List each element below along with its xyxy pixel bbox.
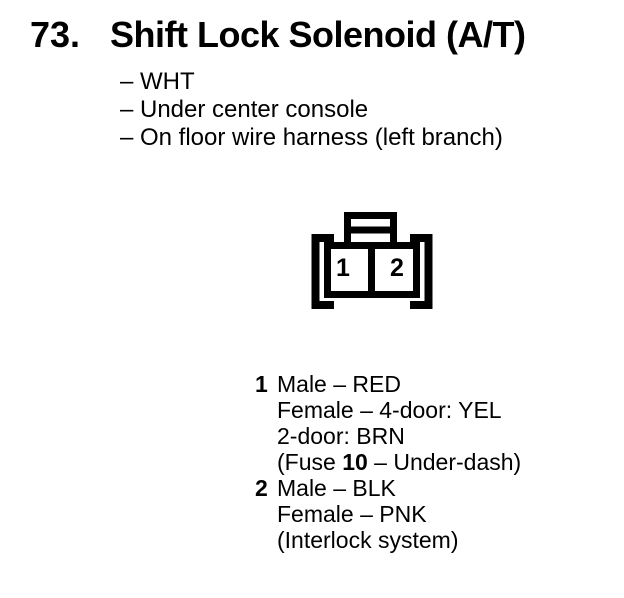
pin-number: 1 <box>255 371 268 397</box>
pin-line-text: 2-door: BRN <box>277 423 405 449</box>
pin-detail-line: (Fuse 10 – Under-dash) <box>277 449 575 475</box>
section-number: 73. <box>30 14 81 55</box>
pin-line-text: (Interlock system) <box>277 527 459 553</box>
section-title: Shift Lock Solenoid (A/T) <box>110 14 526 55</box>
pin-line-text: Male – RED <box>277 371 401 397</box>
detail-list: –WHT –Under center console –On floor wir… <box>120 68 600 152</box>
pin-line-text: (Fuse <box>277 449 343 475</box>
pin-detail-line: Female – PNK <box>277 501 575 527</box>
pin-line-bold: 10 <box>342 449 368 475</box>
pin-line-text: Female – 4-door: YEL <box>277 397 502 423</box>
detail-item: –On floor wire harness (left branch) <box>120 124 600 152</box>
dash-bullet: – <box>120 96 134 123</box>
pin-detail-line: Male – BLK <box>277 475 575 501</box>
pin-item: 2 Male – BLK Female – PNK (Interlock sys… <box>255 475 575 553</box>
pin-item: 1 Male – RED Female – 4-door: YEL 2-door… <box>255 371 575 475</box>
pin-line-text: Female – PNK <box>277 501 427 527</box>
cavity-1-label: 1 <box>336 254 350 282</box>
pin-detail-line: Female – 4-door: YEL <box>277 397 575 423</box>
connector-bracket-right <box>410 234 433 309</box>
detail-item: –WHT <box>120 68 600 96</box>
detail-text: On floor wire harness (left branch) <box>140 124 503 151</box>
connector-diagram: 1 2 <box>311 212 433 309</box>
pin-detail-line: (Interlock system) <box>277 527 575 553</box>
detail-item: –Under center console <box>120 96 600 124</box>
pin-number: 2 <box>255 475 268 501</box>
dash-bullet: – <box>120 68 134 95</box>
pin-list: 1 Male – RED Female – 4-door: YEL 2-door… <box>255 371 575 553</box>
cavity-2-label: 2 <box>390 254 404 282</box>
connector-bracket-left <box>311 234 334 309</box>
pin-detail-line: 2-door: BRN <box>277 423 575 449</box>
pin-line-text: Male – BLK <box>277 475 396 501</box>
detail-text: WHT <box>140 68 195 95</box>
pin-detail-line: Male – RED <box>277 371 575 397</box>
pin-line-text: – Under-dash) <box>367 449 522 475</box>
detail-text: Under center console <box>140 96 369 123</box>
dash-bullet: – <box>120 124 134 151</box>
